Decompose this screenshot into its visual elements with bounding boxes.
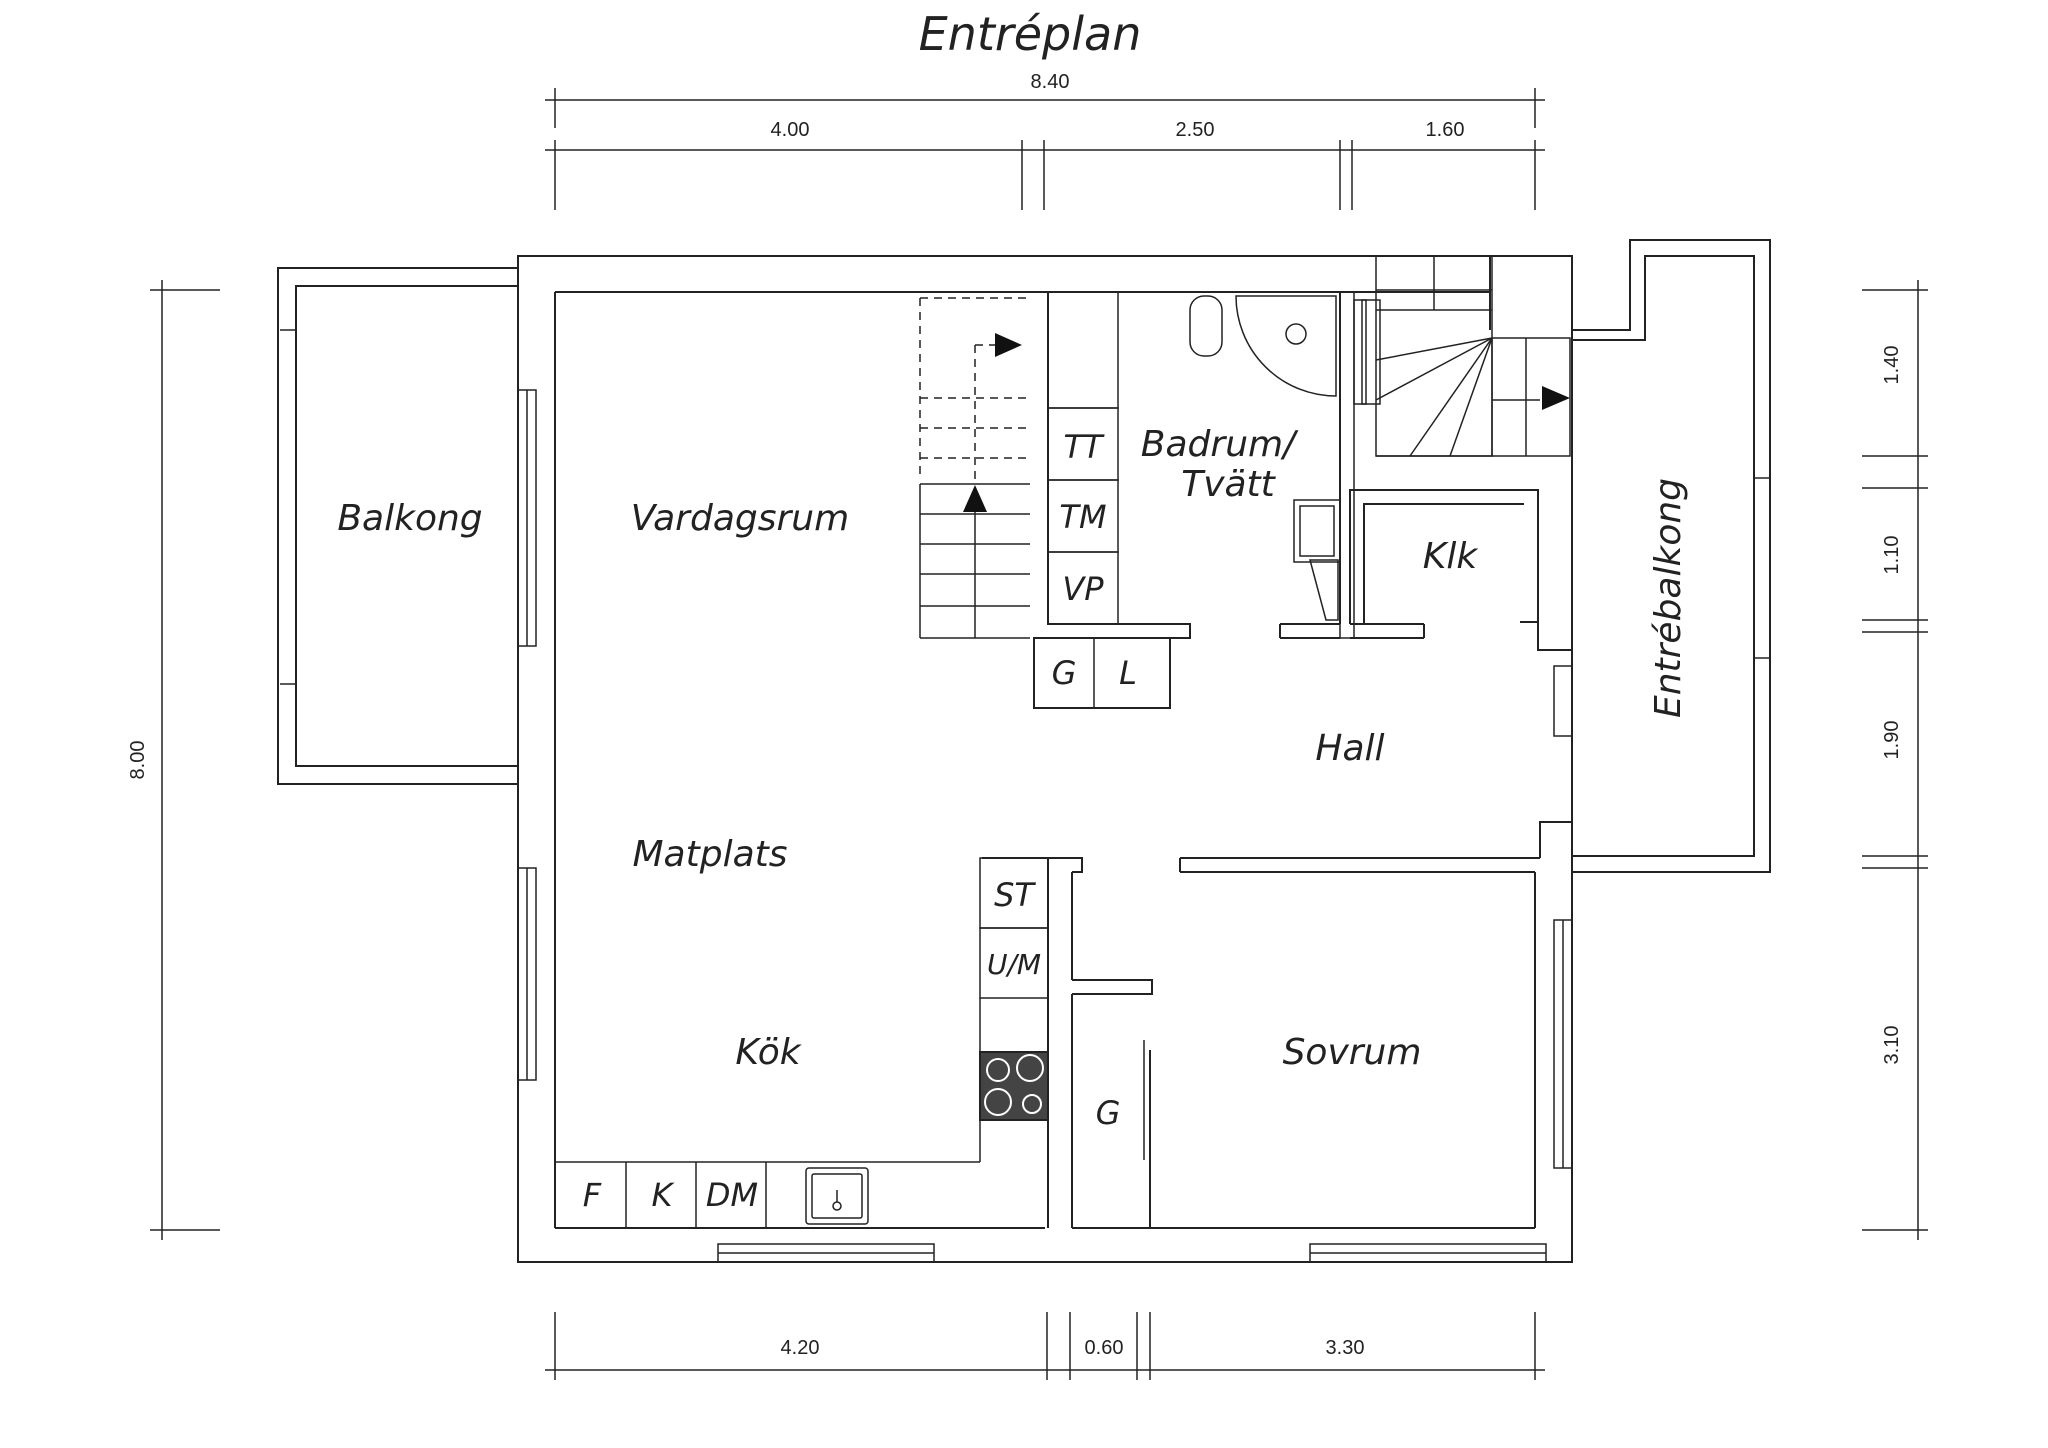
room-label-badrum: Badrum/ — [1141, 424, 1299, 465]
stair-arrow-right-icon — [995, 333, 1022, 357]
dim-right-1: 1.40 — [1881, 346, 1903, 385]
top-dimensions: 8.40 4.00 2.50 1.60 — [545, 71, 1545, 210]
room-label-sovrum: Sovrum — [1283, 1032, 1422, 1073]
plan-title: Entréplan — [919, 7, 1142, 61]
bath-sink-icon — [1293, 499, 1341, 563]
dim-top-total: 8.40 — [1031, 71, 1070, 93]
fixture-label-k: K — [652, 1176, 676, 1214]
left-dimension: 8.00 — [127, 280, 220, 1240]
dim-top-1: 4.00 — [771, 119, 810, 141]
dim-right-2: 1.10 — [1881, 536, 1903, 575]
inner-walls — [982, 821, 1572, 1228]
kitchen-counter — [555, 857, 1049, 1228]
fixture-label-f: F — [583, 1176, 602, 1214]
room-label-balkong: Balkong — [337, 498, 482, 539]
dim-right-3: 1.90 — [1881, 721, 1903, 760]
stairs-right — [1375, 255, 1571, 457]
room-label-entrebalkong: Entrébalkong — [1648, 478, 1689, 718]
fixture-label-g-lower: G — [1096, 1094, 1121, 1132]
room-label-hall: Hall — [1315, 728, 1384, 769]
fixture-label-l: L — [1119, 654, 1137, 692]
dim-right-4: 3.10 — [1881, 1026, 1903, 1065]
dim-bottom-2: 0.60 — [1085, 1337, 1124, 1359]
dim-top-2: 2.50 — [1176, 119, 1215, 141]
dim-left-total: 8.00 — [127, 741, 149, 780]
closet-klk — [1349, 489, 1572, 651]
room-label-kok: Kök — [735, 1032, 802, 1073]
fixture-label-dm: DM — [706, 1176, 758, 1214]
balcony-right — [1572, 239, 1771, 873]
fixture-label-st: ST — [994, 876, 1036, 914]
fixture-label-g-upper: G — [1052, 654, 1077, 692]
stair-arrow-right2-icon — [1542, 386, 1570, 410]
toilet-small-icon — [1309, 559, 1339, 621]
stairs-left — [919, 297, 1030, 639]
laundry-column — [1033, 291, 1191, 709]
right-dimensions: 1.40 1.10 1.90 3.10 — [1862, 280, 1928, 1240]
dim-bottom-3: 3.30 — [1326, 1337, 1365, 1359]
room-label-tvatt: Tvätt — [1181, 464, 1276, 505]
stair-arrow-up-icon — [963, 485, 987, 512]
dim-top-3: 1.60 — [1426, 119, 1465, 141]
shower-icon — [1235, 295, 1337, 397]
dim-bottom-1: 4.20 — [781, 1337, 820, 1359]
windows — [517, 299, 1573, 1263]
fixture-label-tt: TT — [1063, 428, 1105, 466]
fixture-label-tm: TM — [1059, 498, 1106, 536]
room-label-matplats: Matplats — [632, 834, 787, 875]
fixture-label-vp: VP — [1062, 570, 1104, 608]
room-label-vardagsrum: Vardagsrum — [631, 498, 849, 539]
fixture-label-um: U/M — [987, 948, 1041, 981]
sink-icon — [805, 1167, 869, 1225]
stove-icon — [979, 1051, 1049, 1121]
bottom-dimensions: 4.20 0.60 3.30 — [545, 1312, 1545, 1380]
bathroom — [1048, 291, 1367, 639]
toilet-icon — [1189, 295, 1223, 357]
room-label-klk: Klk — [1423, 536, 1480, 577]
